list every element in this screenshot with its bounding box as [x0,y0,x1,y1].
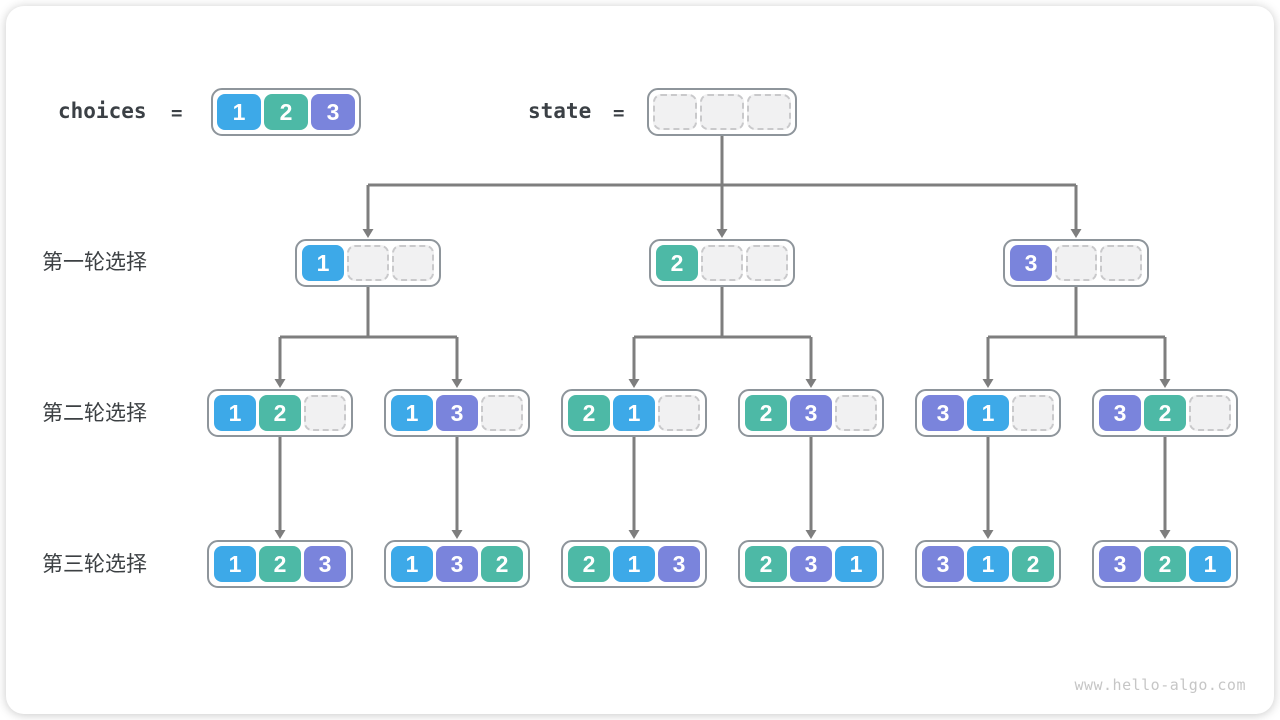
value-cell-3: 3 [790,546,832,582]
value-cell-1: 1 [217,94,261,130]
empty-cell [347,245,389,281]
value-cell-3: 3 [1099,546,1141,582]
value-cell-2: 2 [481,546,523,582]
empty-cell [658,395,700,431]
value-cell-1: 1 [835,546,877,582]
empty-cell [700,94,744,130]
value-cell-3: 3 [311,94,355,130]
value-cell-1: 1 [302,245,344,281]
value-cell-2: 2 [1144,395,1186,431]
empty-cell [835,395,877,431]
empty-cell [481,395,523,431]
value-cell-3: 3 [1010,245,1052,281]
value-cell-3: 3 [1099,395,1141,431]
array-box-r1-1: 1 [295,239,441,287]
state-label: state [528,99,592,123]
value-cell-2: 2 [1012,546,1054,582]
empty-cell [1012,395,1054,431]
value-cell-1: 1 [214,395,256,431]
value-cell-2: 2 [656,245,698,281]
value-cell-1: 1 [613,395,655,431]
array-box-state-root [647,88,797,136]
value-cell-2: 2 [259,546,301,582]
value-cell-3: 3 [922,395,964,431]
value-cell-2: 2 [745,546,787,582]
empty-cell [1100,245,1142,281]
value-cell-2: 2 [745,395,787,431]
value-cell-1: 1 [967,546,1009,582]
empty-cell [392,245,434,281]
watermark: www.hello-algo.com [1074,676,1246,694]
state-equals-sign: = [613,102,625,124]
value-cell-1: 1 [967,395,1009,431]
value-cell-1: 1 [391,395,433,431]
empty-cell [746,245,788,281]
value-cell-2: 2 [568,546,610,582]
empty-cell [1055,245,1097,281]
array-box-r1-3: 3 [1003,239,1149,287]
empty-cell [1189,395,1231,431]
round-3-label: 第三轮选择 [42,553,147,576]
value-cell-1: 1 [1189,546,1231,582]
value-cell-3: 3 [436,395,478,431]
value-cell-2: 2 [259,395,301,431]
value-cell-2: 2 [568,395,610,431]
value-cell-2: 2 [1144,546,1186,582]
empty-cell [304,395,346,431]
value-cell-1: 1 [214,546,256,582]
value-cell-1: 1 [391,546,433,582]
value-cell-3: 3 [304,546,346,582]
value-cell-2: 2 [264,94,308,130]
array-box-r1-2: 2 [649,239,795,287]
round-1-label: 第一轮选择 [42,251,147,274]
empty-cell [747,94,791,130]
value-cell-3: 3 [436,546,478,582]
value-cell-3: 3 [658,546,700,582]
value-cell-1: 1 [613,546,655,582]
empty-cell [701,245,743,281]
choices-equals-sign: = [171,102,183,124]
value-cell-3: 3 [790,395,832,431]
value-cell-3: 3 [922,546,964,582]
empty-cell [653,94,697,130]
round-2-label: 第二轮选择 [42,402,147,425]
choices-label: choices [58,99,147,123]
